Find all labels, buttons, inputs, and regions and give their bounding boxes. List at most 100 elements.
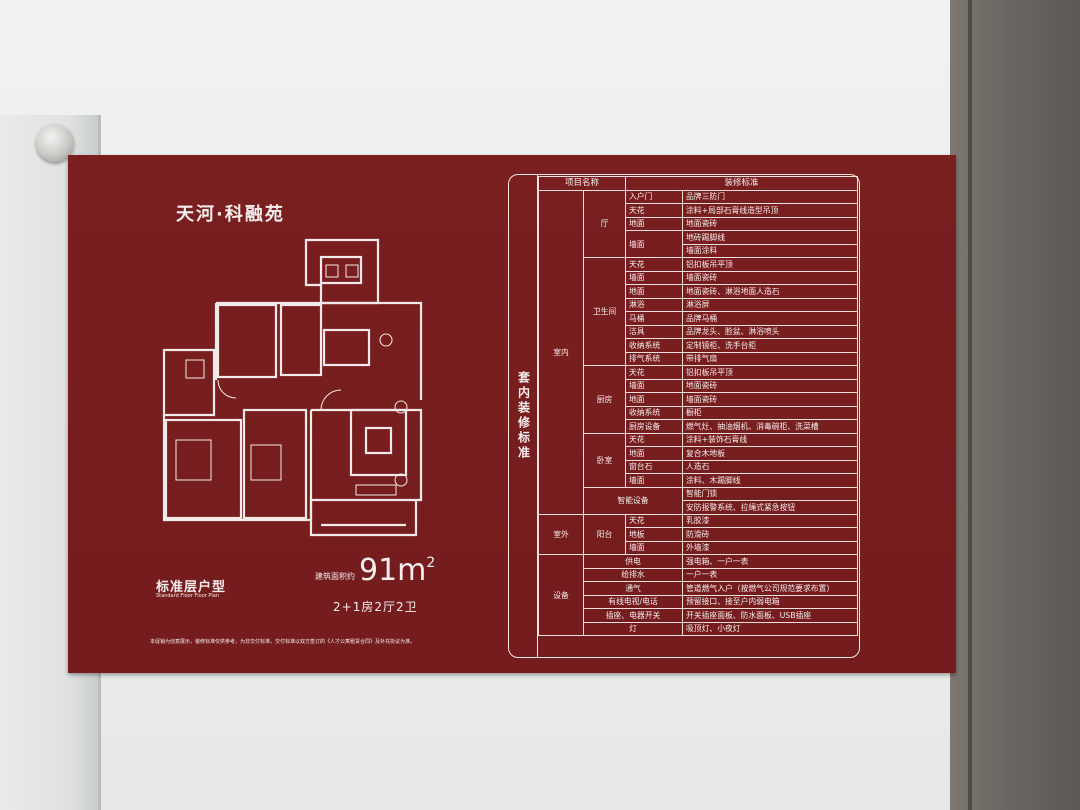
table-cell: 地面 [625, 284, 684, 299]
table-cell: 橱柜 [682, 405, 859, 420]
group-outdoor: 室外 [538, 513, 584, 555]
table-row: 有线电视/电话预留接口、接至户内弱电箱 [539, 594, 859, 609]
wall-frame [968, 0, 972, 810]
table-row: 墙面地面瓷砖 [539, 378, 859, 393]
table-cell: 墙面 [625, 540, 684, 555]
table-cell: 厅 [582, 189, 627, 258]
disclaimer: 本促销为创意展示，装修标准仅供参考，为非交付标准，交付标准以双方签订的《人才公寓… [150, 639, 416, 645]
table-cell: 地板 [625, 527, 684, 542]
table-row: 卧室天花涂料+装饰石膏线 [539, 432, 859, 488]
group-indoor: 室内 [538, 189, 584, 515]
table-cell: 人造石 [682, 459, 859, 474]
table-cell: 地面 [625, 392, 684, 407]
table-cell: 厨房设备 [625, 419, 684, 434]
table-cell: 天花 [625, 257, 684, 272]
table-row: 地面复合木地板 [539, 446, 859, 461]
table-cell: 预留接口、接至户内弱电箱 [682, 594, 859, 609]
table-cell: 墙面 [625, 230, 684, 258]
table-row: 厨房天花铝扣板吊平顶 [539, 365, 859, 434]
layout-type-en: Standard Floor Floor Plan [156, 593, 220, 599]
wall-right-panel [950, 0, 1080, 810]
table-cell: 供电 [582, 554, 684, 569]
table-row: 卫生间天花铝扣板吊平顶 [539, 257, 859, 366]
table-cell: 窗台石 [625, 459, 684, 474]
group-equipment: 设备 [538, 554, 584, 636]
table-cell: 品牌三防门 [682, 189, 859, 204]
table-row: 墙面墙面瓷砖 [539, 270, 859, 285]
table-row: 马桶品牌马桶 [539, 311, 859, 326]
table-cell: 阳台 [582, 513, 627, 555]
table-cell: 燃气灶、抽油烟机、消毒碗柜、洗菜槽 [682, 419, 859, 434]
table-cell: 天花 [625, 432, 684, 447]
table-cell: 品牌马桶 [682, 311, 859, 326]
table-row: 室内厅入户门品牌三防门 [538, 189, 859, 515]
table-cell: 淋浴 [625, 297, 684, 312]
table-cell: 强电箱、一户一表 [682, 554, 859, 569]
table-row: 地面地面瓷砖、淋浴地面人造石 [539, 284, 859, 299]
spec-vertical-title: 套内装修标准 [516, 371, 531, 461]
table-row: 插座、电器开关开关插座面板、防水面板、USB插座 [539, 608, 859, 623]
table-cell: 通气 [582, 581, 684, 596]
table-row: 墙面地砖踢脚线 [539, 230, 859, 258]
table-cell: 定制镜柜、洗手台柜 [682, 338, 859, 353]
table-row: 排气系统带排气扇 [539, 351, 859, 366]
project-name: 天河·科融苑 [176, 204, 285, 225]
table-row: 智能设备智能门锁 [539, 486, 859, 515]
table-row: 灯吸顶灯、小夜灯 [539, 621, 859, 636]
table-row: 墙面涂料、木踢脚线 [539, 473, 859, 488]
table-cell: 天花 [625, 513, 684, 528]
table-cell: 淋浴屏 [682, 297, 859, 312]
table-cell: 墙面 [625, 378, 684, 393]
table-cell: 天花 [625, 365, 684, 380]
table-cell: 涂料、木踢脚线 [682, 473, 859, 488]
table-row: 窗台石人造石 [539, 459, 859, 474]
table-cell: 墙面瓷砖 [682, 392, 859, 407]
table-cell: 地面 [625, 216, 684, 231]
table-cell: 地面瓷砖 [682, 378, 859, 393]
area-label: 建筑面积约 [315, 572, 355, 581]
table-cell: 一户一表 [682, 567, 859, 582]
table-cell: 收纳系统 [625, 338, 684, 353]
table-cell: 开关插座面板、防水面板、USB插座 [682, 608, 859, 623]
table-cell: 涂料+装饰石膏线 [682, 432, 859, 447]
mounting-bolt [36, 124, 74, 162]
table-cell: 品牌龙头、脸盆、淋浴喷头 [682, 324, 859, 339]
table-cell: 智能门锁 [682, 486, 859, 501]
table-cell: 铝扣板吊平顶 [682, 365, 859, 380]
table-cell: 天花 [625, 203, 684, 218]
table-cell: 吸顶灯、小夜灯 [682, 621, 859, 636]
table-cell: 涂料+局部石膏线造型吊顶 [682, 203, 859, 218]
table-row: 淋浴淋浴屏 [539, 297, 859, 312]
room-configuration: 2+1房2厅2卫 [333, 600, 418, 614]
display-sign: 天河·科融苑 [68, 155, 956, 673]
table-cell: 灯 [582, 621, 684, 636]
table-cell: 安防报警系统、拉绳式紧急按钮 [682, 500, 859, 515]
table-row: 收纳系统橱柜 [539, 405, 859, 420]
table-cell: 卫生间 [582, 257, 627, 366]
table-cell: 插座、电器开关 [582, 608, 684, 623]
table-row: 室外阳台天花乳胶漆 [538, 513, 859, 555]
table-cell: 地面 [625, 446, 684, 461]
table-cell: 带排气扇 [682, 351, 859, 366]
table-cell: 马桶 [625, 311, 684, 326]
floor-plan-drawing [162, 238, 423, 537]
table-cell: 墙面涂料 [682, 243, 859, 258]
table-row: 设备供电强电箱、一户一表 [538, 554, 859, 636]
table-cell: 外墙漆 [682, 540, 859, 555]
table-cell: 地面瓷砖、淋浴地面人造石 [682, 284, 859, 299]
table-cell: 墙面瓷砖 [682, 270, 859, 285]
table-row: 洁具品牌龙头、脸盆、淋浴喷头 [539, 324, 859, 339]
table-cell: 洁具 [625, 324, 684, 339]
table-cell: 管道燃气入户（按燃气公司规范要求布置） [682, 581, 859, 596]
table-cell: 地面瓷砖 [682, 216, 859, 231]
area-value: 91m2 [359, 553, 436, 588]
table-cell: 防滑砖 [682, 527, 859, 542]
table-cell: 入户门 [625, 189, 684, 204]
table-cell: 智能设备 [582, 486, 684, 515]
table-cell: 收纳系统 [625, 405, 684, 420]
table-row: 收纳系统定制镜柜、洗手台柜 [539, 338, 859, 353]
decoration-spec-table: 套内装修标准 项目名称 装修标准 室内厅入户门品牌三防门 天花涂料+局部石膏线造… [508, 174, 860, 658]
spec-grid: 项目名称 装修标准 室内厅入户门品牌三防门 天花涂料+局部石膏线造型吊顶 地面地… [537, 176, 859, 636]
table-cell: 铝扣板吊平顶 [682, 257, 859, 272]
table-cell: 有线电视/电话 [582, 594, 684, 609]
